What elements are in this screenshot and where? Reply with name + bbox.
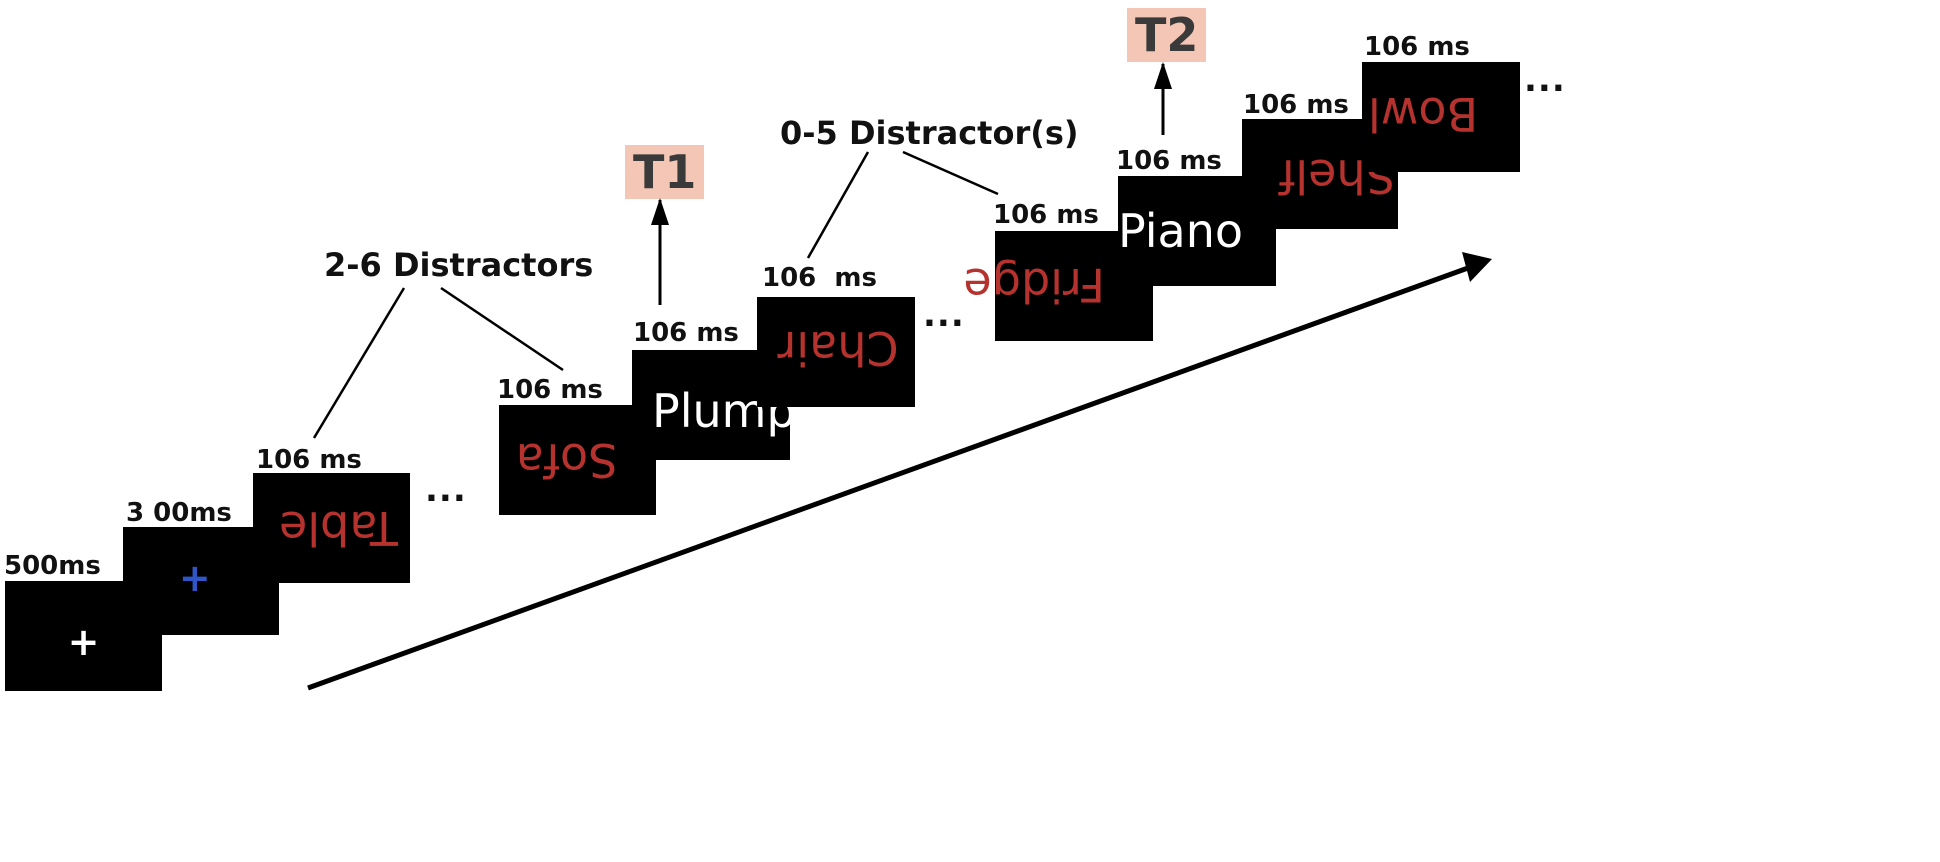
duration-label-table: 106 ms xyxy=(256,445,362,475)
fixation-cross-white: + xyxy=(67,619,100,664)
duration-label-bowl: 106 ms xyxy=(1364,32,1470,62)
frame-bowl: Bowl xyxy=(1362,62,1520,172)
duration-label-plump: 106 ms xyxy=(633,318,739,348)
frame-chair: Chair xyxy=(757,297,915,407)
duration-label-sofa: 106 ms xyxy=(497,375,603,405)
duration-label-chair: 106 ms xyxy=(762,263,877,293)
t2-arrowhead xyxy=(1154,62,1172,89)
bracket-line-2-6-right xyxy=(440,286,564,372)
duration-label-fridge: 106 ms xyxy=(993,200,1099,230)
word-piano: Piano xyxy=(1118,204,1243,258)
ellipsis-2: ... xyxy=(923,295,965,335)
duration-label-piano: 106 ms xyxy=(1116,146,1222,176)
ellipsis-3: ... xyxy=(1524,60,1566,100)
distractors-label-2: 0-5 Distractor(s) xyxy=(780,114,1079,152)
distractors-label-1: 2-6 Distractors xyxy=(324,246,594,284)
ellipsis-1: ... xyxy=(425,470,467,510)
frame-sofa: Sofa xyxy=(499,405,656,515)
t1-arrowhead xyxy=(651,198,669,225)
target-label-t2: T2 xyxy=(1127,8,1207,62)
duration-label-shelf: 106 ms xyxy=(1243,90,1349,120)
frame-piano: Piano xyxy=(1118,176,1276,286)
bracket-line-0-5-right xyxy=(902,150,999,196)
fixation-cross-blue: + xyxy=(178,555,211,600)
target-label-t1: T1 xyxy=(625,145,705,199)
duration-label-fixation-blue: 3 00ms xyxy=(126,498,232,528)
bracket-line-0-5-left xyxy=(806,151,870,259)
time-axis-arrowhead xyxy=(1462,252,1492,282)
time-axis-arrow xyxy=(307,265,1469,691)
frame-table: Table xyxy=(253,473,410,583)
duration-label-fixation-white: 500ms xyxy=(4,551,101,581)
bracket-line-2-6-left xyxy=(312,287,406,439)
